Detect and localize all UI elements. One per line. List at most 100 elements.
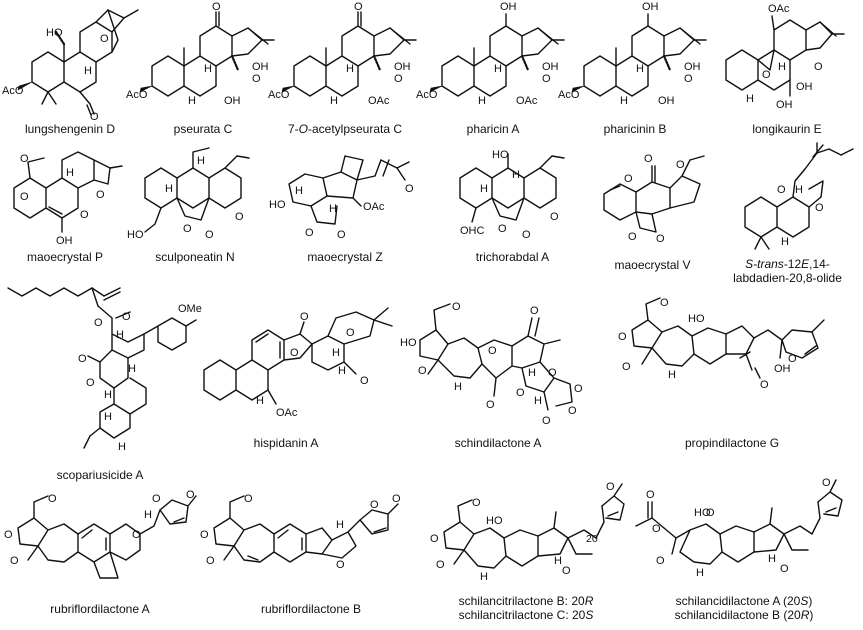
compound-scopariusicide-a: O O H H H O O OMe H H scopariusicide A [0, 278, 202, 488]
atom-label: HO [269, 199, 286, 211]
atom-label: O [498, 223, 507, 235]
atom-label: OH [658, 95, 675, 107]
atom-label: H [104, 389, 112, 401]
atom-label: H [66, 167, 74, 179]
compound-name: propindilactone G [684, 436, 780, 450]
compound-name: 7-O-acetylpseurata C [287, 122, 403, 136]
atom-label: O [290, 347, 299, 359]
compound-maoecrystal-v: O O O O O maoecrystal V [590, 148, 715, 278]
atom-label: H [204, 63, 212, 75]
hispidanin-a-structure: O O H O H OAc H O [203, 307, 393, 419]
compound-sculponeatin-n: HO H O O O H sculponeatin N [125, 147, 265, 278]
atom-label: O [122, 311, 131, 323]
atom-label: O [336, 559, 345, 571]
atom-label: H [768, 553, 776, 565]
compound-name: pharicin A [466, 122, 520, 136]
atom-label: AcO [416, 89, 438, 101]
atom-label: O [4, 529, 13, 541]
atom-label: HO [688, 313, 705, 325]
atom-label: O [86, 377, 95, 389]
atom-label: O [48, 493, 57, 505]
atom-label: O [652, 523, 661, 535]
atom-label: H [696, 567, 704, 579]
atom-label: H [478, 95, 486, 107]
atom-label: O [522, 229, 531, 241]
atom-label: O [815, 202, 824, 214]
atom-label: H [636, 63, 644, 75]
atom-label: O [405, 183, 414, 195]
labdadienolide-structure: O O H H [744, 142, 854, 250]
compound-name: maoecrystal Z [307, 250, 383, 264]
atom-label: H [116, 329, 124, 341]
atom-label: AcO [126, 89, 148, 101]
atom-label: H [128, 363, 136, 375]
atom-label: O [488, 345, 497, 357]
compound-pseurata-c: O H AcO H OH OH O pseurata C [126, 0, 278, 145]
compound-trichorabdal-a: HO H OHC H O O O trichorabdal A [440, 148, 585, 278]
compound-name: pharicinin B [603, 122, 667, 136]
compound-pharicin-a: OH H AcO H OH OAc O pharicin A [416, 0, 568, 145]
atom-label: O [472, 497, 481, 509]
atom-label: O [370, 499, 379, 511]
atom-label: O [346, 327, 355, 339]
atom-label: AcO [2, 85, 24, 97]
atom-label: H [534, 395, 542, 407]
atom-label: H [329, 203, 337, 215]
maoecrystal-z-structure: HO H OAc O O O H [269, 155, 414, 241]
compound-name: pseurata C [173, 122, 233, 136]
atom-label: O [676, 159, 685, 171]
atom-label: O [548, 367, 557, 379]
pseurata-c-structure: O H AcO H OH OH O [126, 1, 275, 107]
atom-label: HO [400, 337, 417, 349]
atom-label: H [330, 95, 338, 107]
atom-label: O [337, 229, 346, 241]
compound-maoecrystal-z: HO H OAc O O O H maoecrystal Z [265, 148, 425, 278]
compound-name: maoecrystal P [26, 250, 104, 264]
atom-label: O [656, 233, 665, 245]
compound-schilancitrilactone-b-c: O O HO O H H O O 20 schilancitrilactone … [426, 468, 626, 630]
atom-label: O [90, 111, 99, 123]
atom-label: 20 [586, 533, 598, 545]
atom-label: O [205, 229, 214, 241]
atom-label: O [542, 415, 551, 427]
compound-name: sculponeatin N [155, 250, 235, 264]
atom-label: OH [56, 235, 73, 247]
atom-label: O [100, 33, 109, 45]
atom-label: O [392, 493, 401, 505]
atom-label: O [305, 227, 314, 239]
compound-name: rubriflordilactone B [260, 602, 362, 616]
compound-schilancidilactone-a-b: O O O HO O H H O O schilancidilactone A … [626, 468, 862, 630]
atom-label: O [530, 305, 539, 317]
atom-label: O [780, 563, 789, 575]
atom-label: O [132, 529, 141, 541]
atom-label: O [660, 297, 669, 309]
compound-rubriflordilactone-b: O O H O O O O rubriflordilactone B [196, 488, 426, 630]
compound-name: maoecrystal V [614, 258, 691, 272]
atom-label: H [668, 369, 676, 381]
atom-label: O [562, 565, 571, 577]
atom-label: OH [252, 61, 269, 73]
atom-label: H [528, 367, 536, 379]
atom-label: H [480, 183, 488, 195]
trichorabdal-a-structure: HO H OHC H O O O [459, 149, 565, 241]
atom-label: O [684, 73, 693, 85]
atom-label: H [118, 441, 126, 453]
atom-label: H [256, 395, 264, 407]
lungshengenin-d-structure: HO O AcO H O [2, 9, 139, 123]
compound-name: longikaurin E [752, 122, 822, 136]
atom-label: O [568, 405, 577, 417]
sculponeatin-n-structure: HO H O O O H [127, 147, 250, 241]
atom-label: O [644, 153, 653, 165]
schindilactone-a-structure: HO O O H O O O O H O O O H O [400, 301, 583, 427]
atom-label: H [84, 65, 92, 77]
atom-label: O [96, 189, 105, 201]
atom-label: OH [684, 61, 701, 73]
compound-name: scopariusicide A [56, 468, 144, 482]
atom-label: O [430, 533, 439, 545]
7-o-acetylpseurata-c-structure: O H AcO H OH OAc O [268, 1, 417, 107]
atom-label: O [486, 399, 495, 411]
atom-label: O [762, 69, 771, 81]
atom-label: O [186, 489, 195, 501]
atom-label: O [542, 73, 551, 85]
atom-label: O [78, 353, 87, 365]
